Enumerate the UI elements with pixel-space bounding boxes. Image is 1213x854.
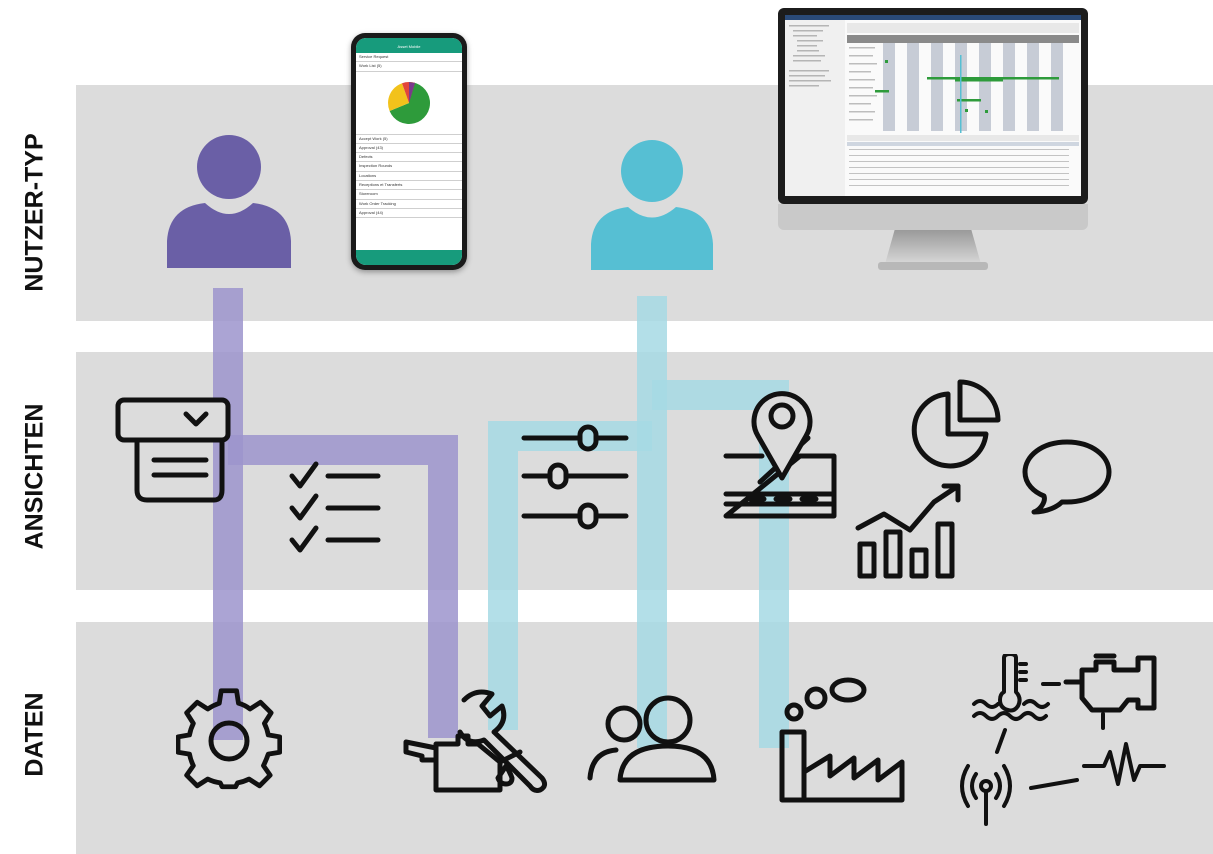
phone-header: Asset Mobile	[356, 38, 462, 53]
person-icon	[167, 135, 291, 268]
phone-list-item[interactable]: Work List (5)	[356, 62, 462, 72]
phone-list-item[interactable]: Locations	[356, 172, 462, 182]
form-dropdown-icon	[115, 397, 231, 503]
antenna-signal-icon	[960, 764, 1012, 826]
oil-can-wrench-icon	[403, 689, 548, 793]
monitor-stand	[885, 230, 981, 264]
pie-chart-icon	[911, 379, 1001, 469]
phone-list-item[interactable]: Accept Work (5)	[356, 135, 462, 144]
engine-icon	[1063, 653, 1157, 713]
phone-list-item[interactable]: Storeroom	[356, 190, 462, 200]
sliders-icon	[521, 424, 629, 530]
purple-line-tools	[228, 435, 458, 738]
phone-screen: Asset Mobile Service Request Work List (…	[356, 38, 462, 265]
desktop-monitor	[778, 8, 1088, 204]
gear-icon	[176, 688, 282, 790]
mobile-phone: Asset Mobile Service Request Work List (…	[351, 33, 467, 270]
monitor-screen	[785, 15, 1081, 196]
people-icon	[587, 695, 717, 783]
phone-list-item[interactable]: Approval (43)	[356, 144, 462, 154]
pulse-icon	[1082, 742, 1166, 786]
phone-list-item[interactable]: Service Request	[356, 53, 462, 63]
map-pin-icon	[723, 391, 837, 519]
phone-pie-chart	[356, 72, 462, 135]
growth-bar-chart-icon	[855, 483, 961, 579]
phone-list-item[interactable]: Receptions et Transferts	[356, 181, 462, 191]
phone-list-item[interactable]: Defects	[356, 153, 462, 163]
factory-icon	[779, 677, 905, 803]
phone-list-item[interactable]: Inspection Rounds	[356, 162, 462, 172]
phone-list-item[interactable]: Approval (44)	[356, 209, 462, 219]
person-icon	[591, 140, 713, 270]
phone-list-item[interactable]: Work Order Tracking	[356, 200, 462, 209]
connection-lines	[995, 682, 1105, 790]
speech-bubble-icon	[1022, 439, 1112, 515]
monitor-chin	[778, 204, 1088, 230]
temperature-icon	[972, 654, 1050, 721]
monitor-base	[878, 262, 988, 270]
phone-tab-bar	[356, 250, 462, 265]
checklist-icon	[289, 461, 381, 553]
